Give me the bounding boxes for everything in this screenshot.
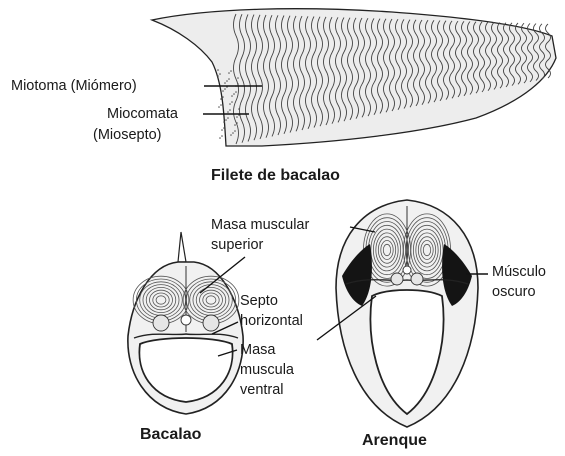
ventral-mass-label-line3: ventral [240, 381, 284, 399]
cod-title: Bacalao [140, 426, 201, 444]
ventral-mass-label-line1: Masa [240, 341, 275, 359]
myotome-label: Miotoma (Miómero) [11, 77, 137, 95]
fillet-title: Filete de bacalao [211, 167, 340, 185]
herring-title: Arenque [362, 432, 427, 450]
dorsal-mass-label-line2: superior [211, 236, 263, 254]
cod-fillet-illustration [152, 9, 556, 146]
dark-muscle-label-line2: oscuro [492, 283, 536, 301]
cod-cross-section-illustration [128, 232, 243, 414]
dorsal-mass-label-line1: Masa muscular [211, 216, 309, 234]
myoseptum-label: (Miosepto) [93, 126, 162, 144]
herring-cross-section-illustration [336, 200, 478, 427]
myocommata-label: Miocomata [107, 105, 178, 123]
horizontal-septum-label-line1: Septo [240, 292, 278, 310]
ventral-mass-label-line2: muscula [240, 361, 294, 379]
dark-muscle-label-line1: Músculo [492, 263, 546, 281]
horizontal-septum-label-line2: horizontal [240, 312, 303, 330]
